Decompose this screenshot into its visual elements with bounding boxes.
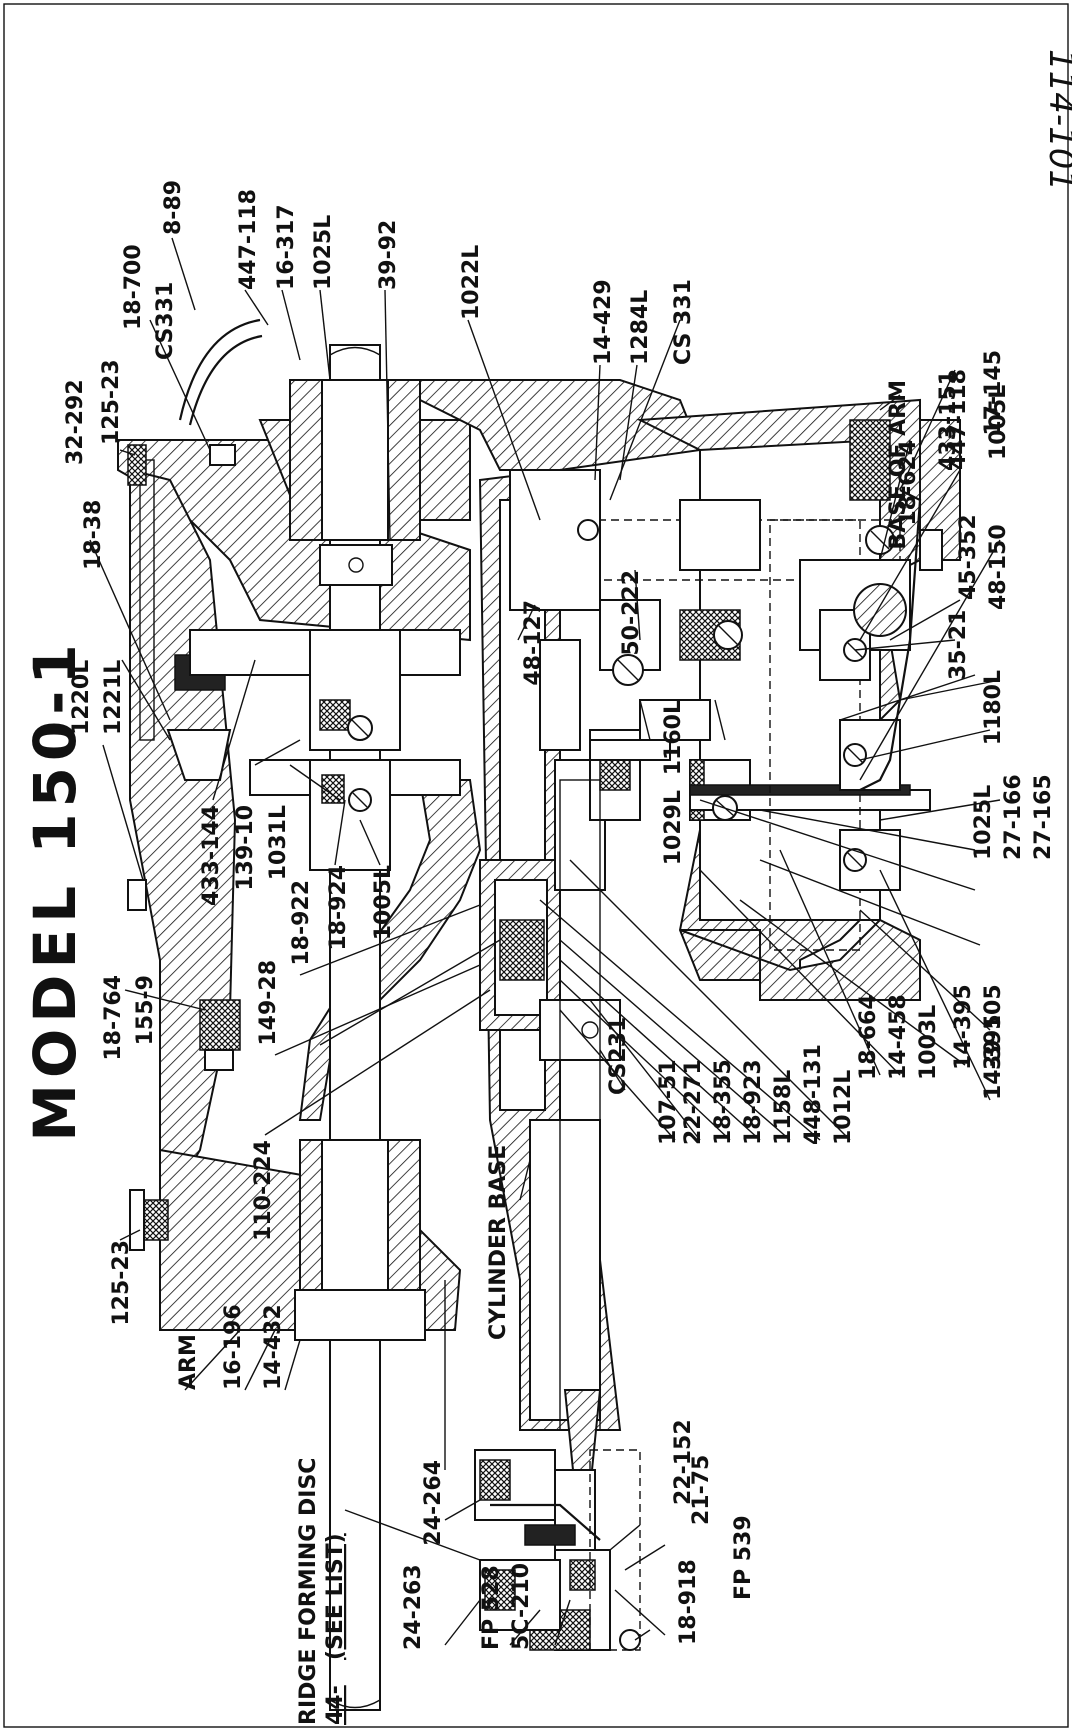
label-1284L: 1284L xyxy=(628,290,653,365)
label-433-151: 433-151 xyxy=(936,370,961,471)
label-27-166: 27-166 xyxy=(1001,774,1026,860)
label-1025L-top: 1025L xyxy=(311,215,336,290)
part-labels: 8-89 447-118 16-317 1025L 39-92 1022L 14… xyxy=(63,180,1056,1725)
label-1220L: 1220L xyxy=(69,660,94,735)
label-24-264: 24-264 xyxy=(421,1460,446,1546)
label-1005L-left: 1005L xyxy=(371,865,396,940)
label-50-222: 50-222 xyxy=(619,570,644,656)
label-1005L-right: 1005L xyxy=(986,385,1011,460)
label-ridge-44: 44- xyxy=(323,1685,348,1725)
label-39-92: 39-92 xyxy=(376,220,401,290)
label-27-165: 27-165 xyxy=(1031,774,1056,860)
label-1180L: 1180L xyxy=(981,670,1006,745)
label-18-923: 18-923 xyxy=(741,1059,766,1145)
label-CS331-mid: CS 331 xyxy=(671,279,696,365)
diagram-title: MODEL 150-1 xyxy=(21,638,89,1141)
page-number: 114-101 xyxy=(1041,49,1072,191)
label-125-23-bottom: 125-23 xyxy=(109,1240,134,1326)
label-14-429: 14-429 xyxy=(591,279,616,365)
label-ridge-forming-disc: RIDGE FORMING DISC xyxy=(296,1458,321,1725)
label-125-23-top: 125-23 xyxy=(99,359,124,445)
label-14-395-a: 14-395 xyxy=(981,1014,1006,1100)
feed-bar xyxy=(529,779,641,1651)
label-FP528: FP 528 xyxy=(479,1565,504,1650)
label-433-144: 433-144 xyxy=(199,805,224,906)
label-447-118-top: 447-118 xyxy=(236,189,261,290)
label-107-51: 107-51 xyxy=(656,1059,681,1145)
label-18-38: 18-38 xyxy=(81,500,106,570)
label-1012L: 1012L xyxy=(831,1070,856,1145)
label-448-131: 448-131 xyxy=(801,1044,826,1145)
label-1160L: 1160L xyxy=(661,700,686,775)
label-1025L-right: 1025L xyxy=(971,785,996,860)
label-base-of-arm: BASE OF ARM xyxy=(886,380,911,550)
label-arm: ARM xyxy=(176,1334,201,1390)
label-155-9: 155-9 xyxy=(133,975,158,1045)
label-16-196: 16-196 xyxy=(221,1304,246,1390)
label-24-263: 24-263 xyxy=(401,1564,426,1650)
label-1003L: 1003L xyxy=(916,1005,941,1080)
label-35-21: 35-21 xyxy=(946,610,971,680)
lower-bushing xyxy=(294,1139,426,1341)
label-FP539: FP 539 xyxy=(731,1515,756,1600)
label-48-150: 48-150 xyxy=(986,524,1011,610)
label-CS231: CS231 xyxy=(606,1017,631,1095)
label-139-10: 139-10 xyxy=(233,805,258,891)
label-45-352: 45-352 xyxy=(956,514,981,600)
label-18-355: 18-355 xyxy=(711,1059,736,1145)
label-18-764: 18-764 xyxy=(101,975,126,1061)
label-17-145: 17-145 xyxy=(981,350,1006,436)
upper-bushing xyxy=(289,379,421,586)
center-bearing xyxy=(189,629,461,871)
label-39-105: 39-105 xyxy=(981,984,1006,1070)
label-18-922: 18-922 xyxy=(289,880,314,966)
label-5C-210: 5C-210 xyxy=(509,1563,534,1650)
label-447-118-right: 447-118 xyxy=(946,369,971,470)
top-clip xyxy=(127,318,263,486)
label-14-458: 14-458 xyxy=(886,994,911,1080)
label-14-395-b: 14-395 xyxy=(951,984,976,1070)
label-ridge-see-list: (SEE LIST) xyxy=(323,1533,348,1660)
label-18-700: 18-700 xyxy=(121,244,146,330)
label-110-224: 110-224 xyxy=(251,1140,276,1241)
label-18-924: 18-924 xyxy=(326,865,351,951)
looper-drive xyxy=(509,419,943,951)
label-CS331-top: CS331 xyxy=(153,282,178,360)
label-1158L: 1158L xyxy=(771,1070,796,1145)
label-18-624: 18-624 xyxy=(896,440,921,526)
label-32-292: 32-292 xyxy=(63,379,88,465)
ridge-disc-assembly xyxy=(474,1449,601,1631)
label-22-152: 22-152 xyxy=(671,1419,696,1505)
label-48-127: 48-127 xyxy=(521,600,546,686)
label-1031L: 1031L xyxy=(266,805,291,880)
label-22-271: 22-271 xyxy=(681,1059,706,1145)
border xyxy=(3,3,1069,1728)
label-1029L: 1029L xyxy=(661,790,686,865)
label-16-317: 16-317 xyxy=(274,204,299,290)
label-8-89: 8-89 xyxy=(161,180,186,235)
label-14-432: 14-432 xyxy=(261,1304,286,1390)
label-149-28: 149-28 xyxy=(256,960,281,1046)
label-1022L: 1022L xyxy=(459,245,484,320)
leader-lines xyxy=(89,237,1001,1646)
label-21-75: 21-75 xyxy=(689,1455,714,1525)
label-18-664: 18-664 xyxy=(856,994,881,1080)
label-cylinder-base: CYLINDER BASE xyxy=(486,1145,511,1340)
label-1221L: 1221L xyxy=(101,660,126,735)
label-18-918: 18-918 xyxy=(676,1559,701,1645)
